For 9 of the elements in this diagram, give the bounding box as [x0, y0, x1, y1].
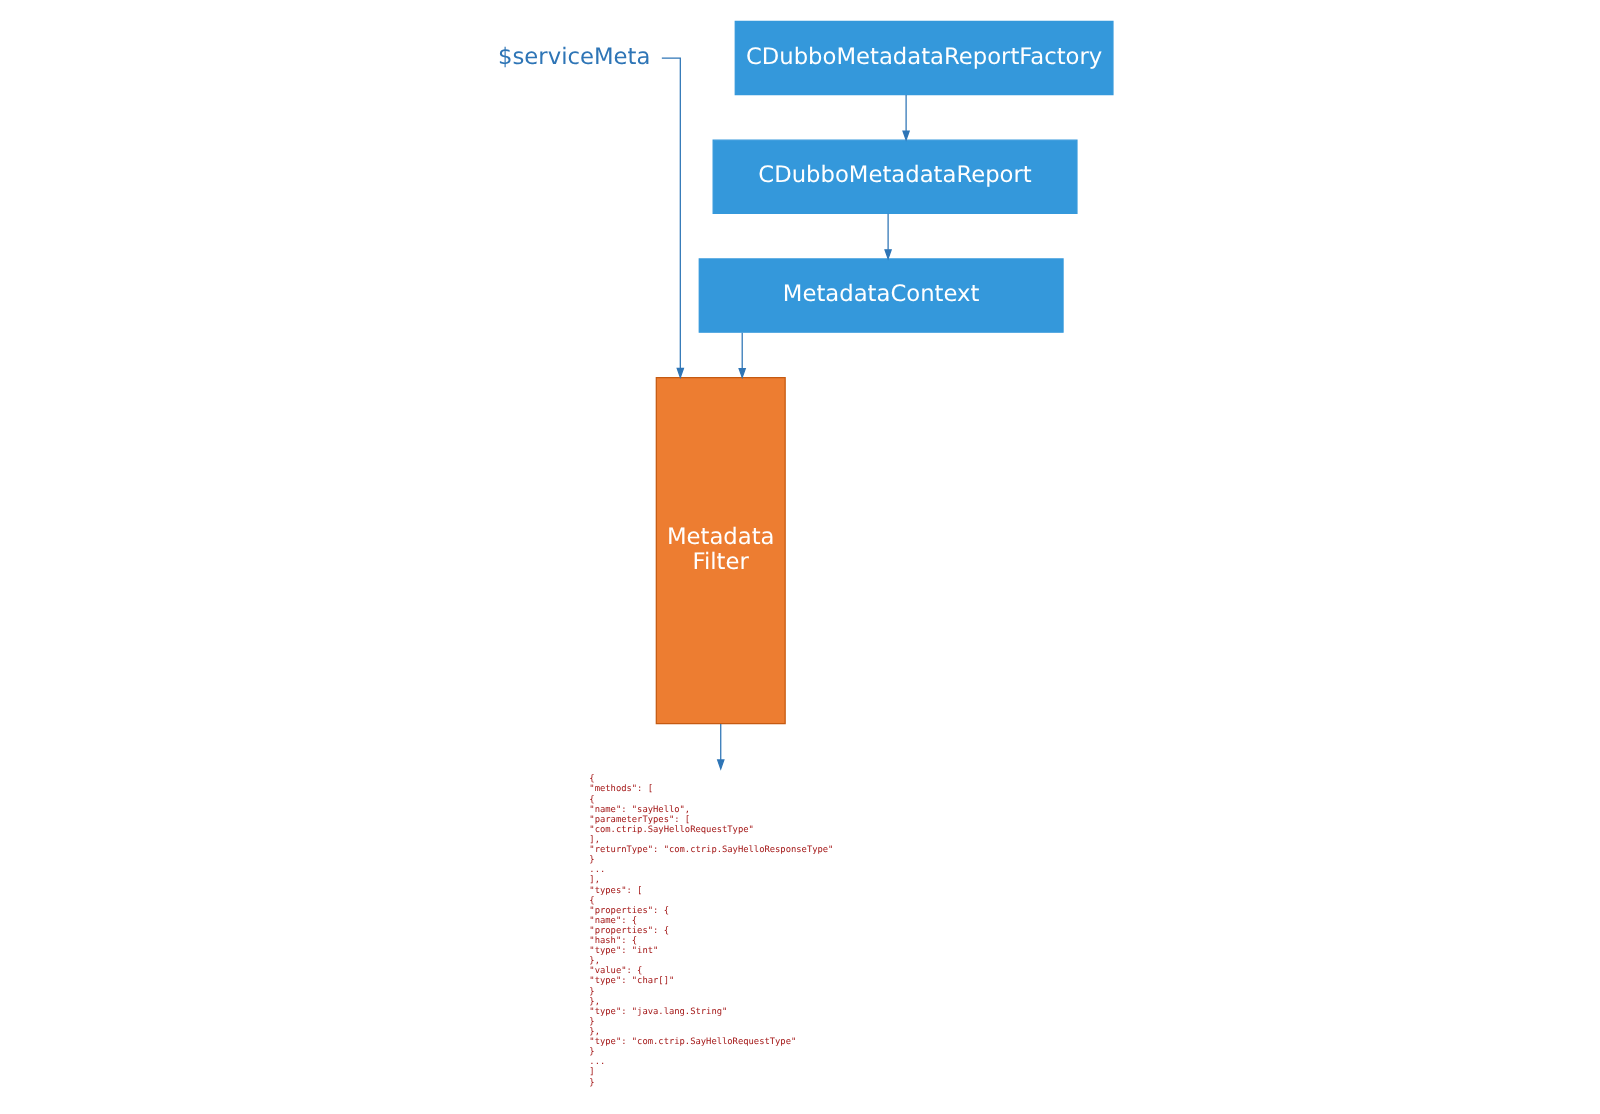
- node-box: MetadataContext: [698, 258, 1064, 333]
- arrow: [738, 332, 747, 380]
- arrow: [716, 723, 725, 771]
- node-box: CDubboMetadataReportFactory: [734, 20, 1114, 96]
- node-box: CDubboMetadataReport: [712, 139, 1078, 215]
- arrow: [902, 94, 911, 142]
- node-text: $serviceMeta: [498, 41, 651, 70]
- node-box: Metadata Filter: [655, 377, 786, 725]
- arrow: [884, 213, 893, 261]
